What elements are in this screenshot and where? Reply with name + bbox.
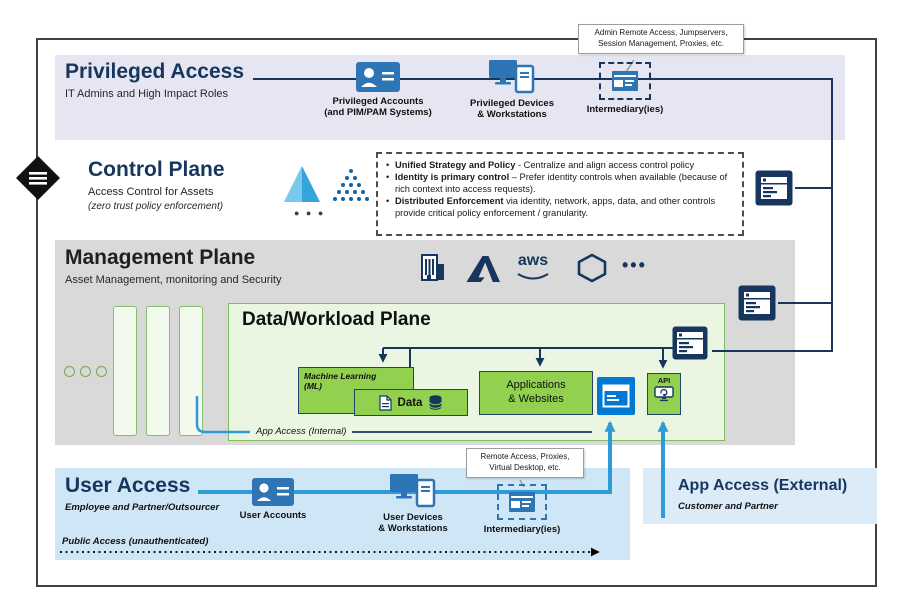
policy-bullet: • Distributed Enforcement via identity, … (386, 196, 716, 219)
control-note: (zero trust policy enforcement) (88, 201, 224, 212)
workload-bar (113, 306, 137, 436)
policy-box: • Unified Strategy and Policy - Centrali… (376, 152, 744, 236)
database-icon (429, 395, 443, 410)
workload-bar (146, 306, 170, 436)
dataplane-window-icon (672, 326, 708, 360)
dataplane-title: Data/Workload Plane (242, 309, 431, 330)
admin-access-callout: Admin Remote Access, Jumpservers, Sessio… (578, 24, 744, 54)
control-title: Control Plane (88, 158, 225, 181)
azure-icon (466, 256, 500, 282)
user-accounts-group: User Accounts (218, 478, 328, 521)
user-access-callout: Remote Access, Proxies, Virtual Desktop,… (466, 448, 584, 478)
vendor-ellipsis: ••• (622, 255, 647, 275)
pyramid-dotted-icon (333, 169, 369, 201)
management-title: Management Plane (65, 246, 256, 269)
external-title: App Access (External) (678, 477, 848, 494)
privileged-subtitle: IT Admins and High Impact Roles (65, 88, 229, 100)
document-icon (378, 394, 392, 411)
privileged-accounts-group: Privileged Accounts(and PIM/PAM Systems) (308, 62, 448, 118)
intermediary-icon (599, 62, 651, 100)
workload-bar (179, 306, 203, 436)
policy-bullet: • Identity is primary control – Prefer i… (386, 172, 728, 195)
privileged-devices-group: Privileged Devices& Workstations (452, 60, 572, 120)
user-subtitle: Employee and Partner/Outsourcer (65, 502, 220, 513)
intermediary-icon (497, 484, 547, 520)
external-band (643, 468, 877, 524)
person-card-icon (252, 478, 294, 506)
outer-border (36, 38, 877, 587)
diamond-list-icon (16, 156, 60, 200)
privileged-intermediary-group: Intermediary(ies) (570, 62, 680, 115)
person-card-icon (356, 62, 400, 92)
privileged-title: Privileged Access (65, 60, 244, 83)
control-subtitle: Access Control for Assets (88, 186, 214, 198)
user-title: User Access (65, 474, 191, 497)
user-intermediary-label: Intermediary(ies) (483, 524, 561, 535)
privileged-intermediary-label: Intermediary(ies) (586, 104, 664, 115)
building-icon (421, 254, 444, 281)
plane-connector-dots (64, 364, 112, 382)
public-access-label: Public Access (unauthenticated) (62, 536, 209, 547)
user-accounts-label: User Accounts (239, 510, 307, 521)
data-box: Data (354, 389, 468, 416)
user-intermediary-group: Intermediary(ies) (470, 484, 574, 535)
applications-box: Applications & Websites (479, 371, 593, 415)
user-devices-label: User Devices& Workstations (378, 512, 448, 535)
window-icon (755, 170, 793, 206)
aws-logo: aws (516, 253, 550, 287)
privileged-accounts-label: Privileged Accounts(and PIM/PAM Systems) (324, 96, 432, 119)
pyramid-dots: ● ● ● (294, 208, 326, 218)
policy-bullet: • Unified Strategy and Policy - Centrali… (386, 160, 695, 170)
pyramid-solid-icon (284, 166, 320, 202)
devices-icon (489, 60, 535, 94)
management-subtitle: Asset Management, monitoring and Securit… (65, 274, 282, 286)
api-window-icon (654, 386, 674, 402)
api-box: API (647, 373, 681, 415)
user-devices-group: User Devices& Workstations (358, 474, 468, 534)
external-subtitle: Customer and Partner (678, 501, 778, 512)
window-icon (738, 285, 776, 321)
hexagon-icon (577, 253, 607, 283)
app-access-internal-label: App Access (Internal) (253, 426, 350, 437)
blue-window-icon (597, 377, 635, 415)
privileged-devices-label: Privileged Devices& Workstations (470, 98, 554, 121)
devices-icon (390, 474, 436, 508)
